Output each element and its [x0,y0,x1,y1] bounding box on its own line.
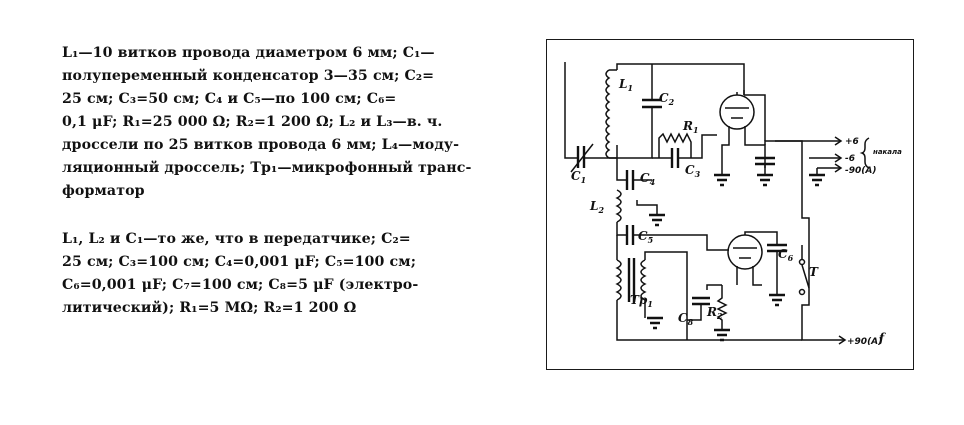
label-tp1: Tp1 [630,293,653,309]
label-c2: C2 [659,91,675,107]
label-c3: C3 [685,163,701,179]
circuit-schematic: C1 L1 C2 R1 C3 C4 L2 C5 Tp1 C6 C8 R2 T +… [546,39,914,370]
label-c8: C8 [678,311,694,327]
terminal-plus90: +90(A) [847,337,882,347]
text-line: полупеременный конденсатор 3—35 см; C₂= [62,68,435,84]
text-line: ляционный дроссель; Tp₁—микрофонный тран… [62,160,472,176]
label-c1: C1 [571,169,586,185]
label-c4: C4 [640,171,656,187]
terminal-minus6: -6 [845,154,855,164]
text-line: L₁, L₂ и C₁—то же, что в передатчике; C₂… [62,231,411,247]
label-r1: R1 [682,119,699,135]
text-line: 0,1 μF; R₁=25 000 Ω; R₂=1 200 Ω; L₂ и L₃… [62,114,443,130]
text-line: 25 см; C₃=50 см; C₄ и C₅—по 100 см; C₆= [62,91,397,107]
text-line: литический); R₁=5 MΩ; R₂=1 200 Ω [62,300,357,316]
component-list-receiver: L₁, L₂ и C₁—то же, что в передатчике; C₂… [62,228,498,320]
text-line: C₆=0,001 μF; C₇=100 см; C₈=5 μF (электро… [62,277,419,293]
text-line: L₁—10 витков провода диаметром 6 мм; C₁— [62,45,435,61]
schematic-drawing: C1 L1 C2 R1 C3 C4 L2 C5 Tp1 C6 C8 R2 T +… [564,62,902,347]
text-line: форматор [62,183,145,199]
terminal-filament-label: накала [873,148,902,156]
component-list-transmitter: L₁—10 витков провода диаметром 6 мм; C₁—… [62,42,498,203]
label-c6: C6 [778,247,794,263]
terminal-plus6: +6 [845,137,859,147]
label-switch-t: T [809,265,819,279]
label-l2: L2 [589,199,604,215]
text-line: 25 см; C₃=100 см; C₄=0,001 μF; C₅=100 см… [62,254,417,270]
text-line: дроссели по 25 витков провода 6 мм; L₄—м… [62,137,460,153]
label-r2: R2 [706,305,723,321]
terminal-mark: f [878,331,886,345]
terminal-minus90: -90(A) [845,166,876,176]
label-l1: L1 [618,77,633,93]
label-c5: C5 [638,229,654,245]
